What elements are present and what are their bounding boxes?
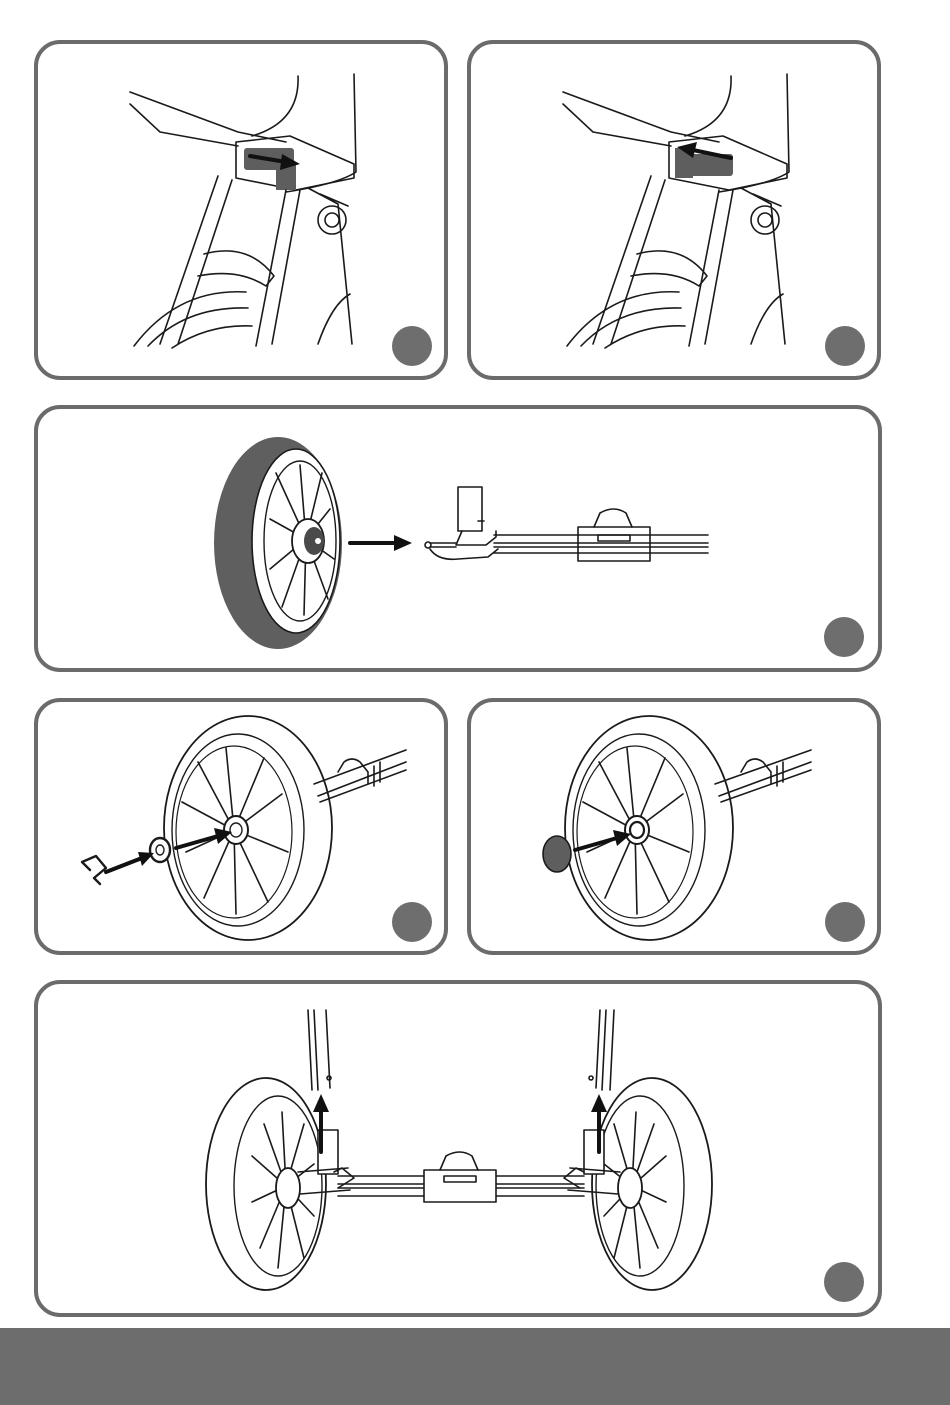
step-number-dot bbox=[825, 902, 865, 942]
wheel-onto-axle-illustration bbox=[38, 409, 878, 668]
latch-forward-illustration bbox=[38, 44, 444, 376]
retaining-clip bbox=[82, 856, 106, 884]
latch-back-illustration bbox=[471, 44, 877, 376]
step-panel-axle-onto-frame bbox=[34, 980, 882, 1317]
arrow-right-icon bbox=[106, 858, 142, 872]
step-number-dot bbox=[825, 326, 865, 366]
step-number-dot bbox=[824, 1262, 864, 1302]
axle-onto-frame-illustration bbox=[38, 984, 878, 1313]
step-number-dot bbox=[392, 902, 432, 942]
step-number-dot bbox=[824, 617, 864, 657]
step-number-dot bbox=[392, 326, 432, 366]
step-panel-latch-forward bbox=[34, 40, 448, 380]
step-panel-latch-back bbox=[467, 40, 881, 380]
hub-cap bbox=[543, 836, 571, 872]
hub-cap-illustration bbox=[471, 702, 877, 951]
footer-bar bbox=[0, 1328, 950, 1405]
step-panel-washer-and-clip bbox=[34, 698, 448, 955]
step-panel-hub-cap bbox=[467, 698, 881, 955]
washer-and-clip-illustration bbox=[38, 702, 444, 951]
step-panel-wheel-onto-axle bbox=[34, 405, 882, 672]
